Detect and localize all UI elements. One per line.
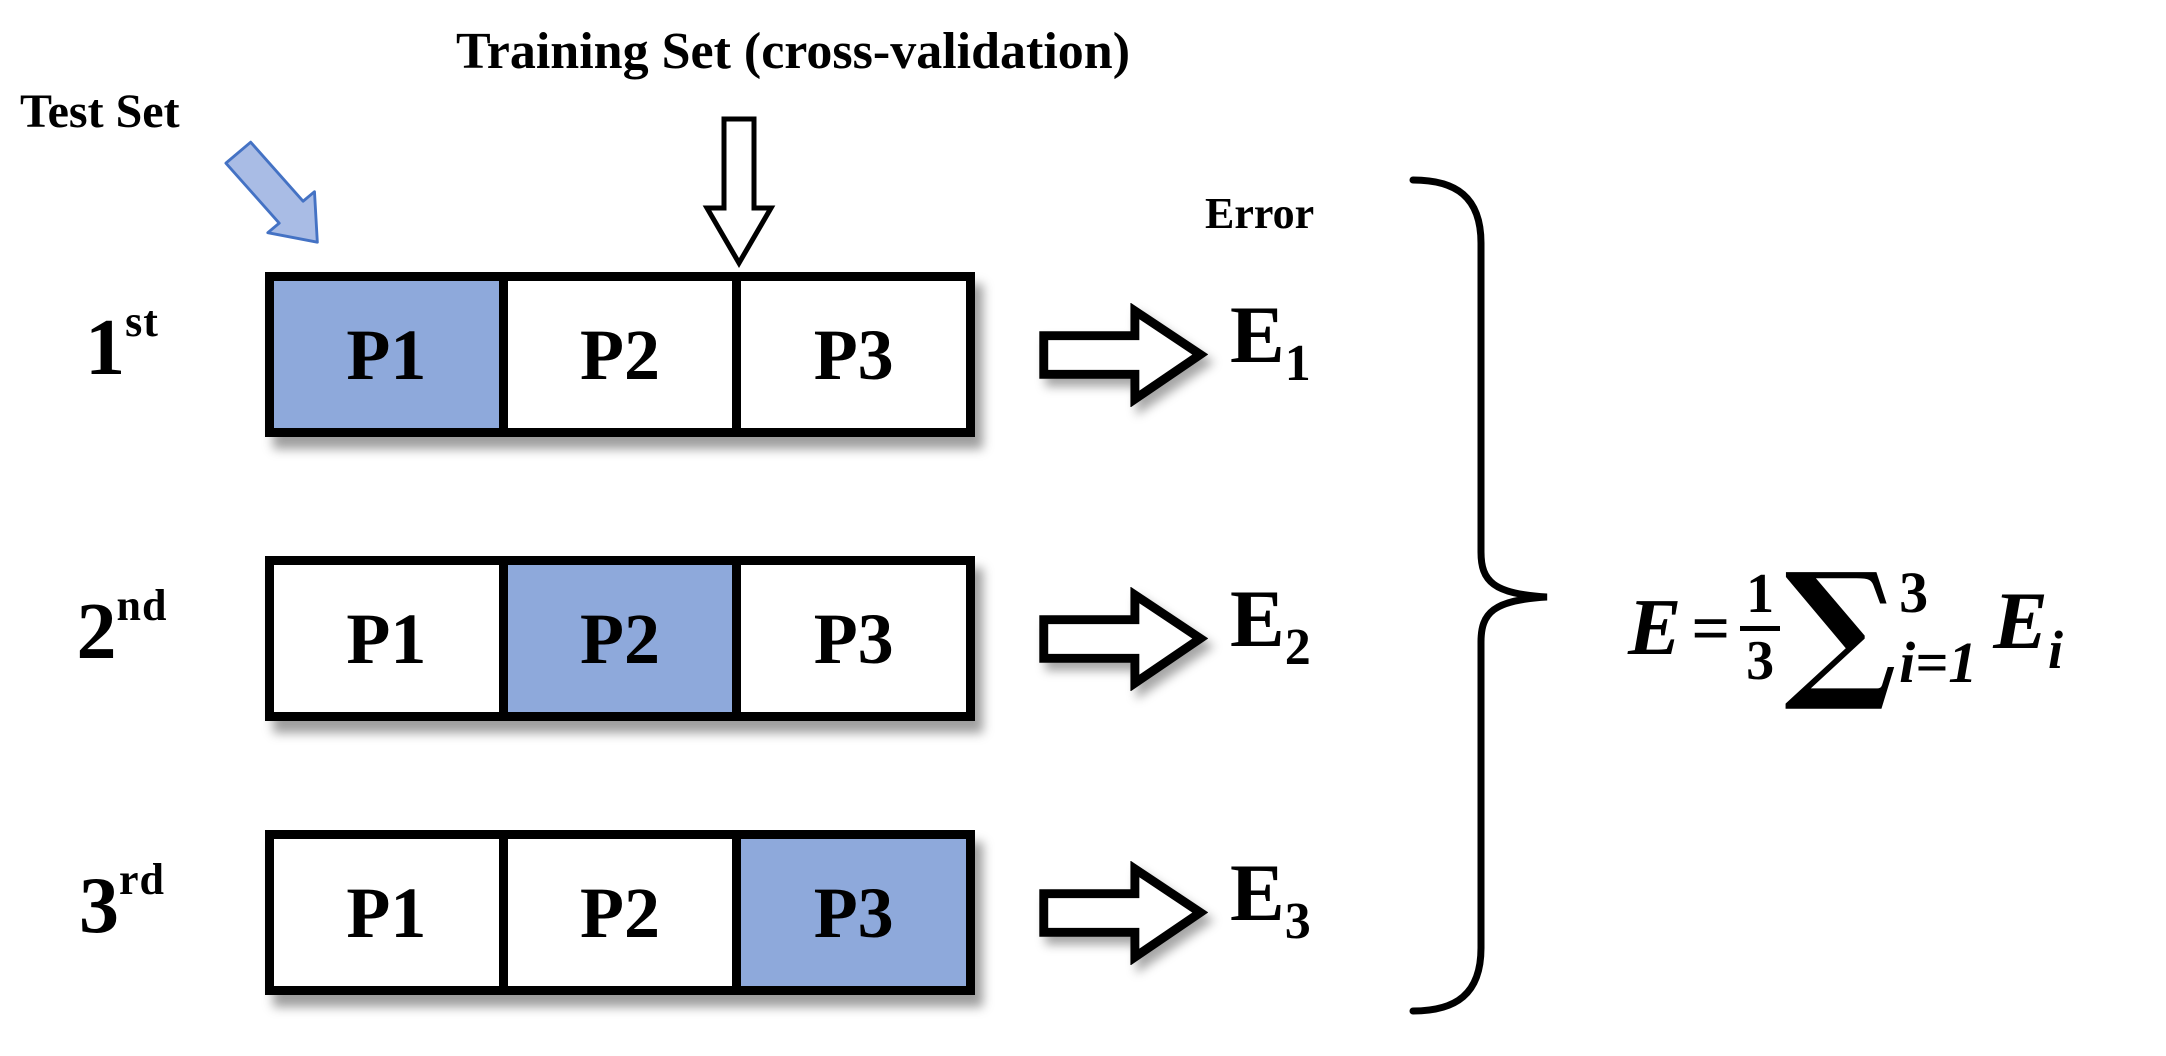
ordinal-suffix: st [125, 297, 159, 346]
fold-ordinal: 3rd [42, 855, 202, 947]
error-base: E [1230, 847, 1285, 938]
test-set-label: Test Set [20, 85, 180, 138]
error-value-2: E2 [1230, 578, 1311, 674]
partition-cell-p3: P3 [732, 281, 967, 428]
diagram-title: Training Set (cross-validation) [455, 23, 1131, 80]
result-arrow-icon [1039, 587, 1208, 691]
error-label: Error [1205, 189, 1315, 238]
ordinal-number: 1 [85, 304, 126, 392]
error-base: E [1230, 289, 1285, 380]
result-arrow-icon [1039, 303, 1208, 407]
result-arrow-icon [1039, 861, 1208, 965]
formula-fraction: 1 3 [1740, 566, 1781, 692]
ordinal-suffix: rd [119, 855, 165, 904]
partition-box: P1 P2 P3 [265, 272, 975, 437]
fold-ordinal: 1st [42, 297, 202, 389]
fraction-denominator: 3 [1746, 629, 1775, 692]
error-subscript: 3 [1284, 893, 1311, 950]
partition-label: P2 [580, 872, 660, 953]
term-subscript: i [2047, 619, 2063, 680]
summation-term: Ei [1993, 579, 2063, 680]
partition-label: P3 [813, 872, 894, 953]
partition-label: P1 [346, 872, 427, 953]
ordinal-number: 2 [76, 588, 117, 676]
fold-row-2: 2nd P1 P2 P3 E2 [0, 556, 2166, 721]
partition-cell-p2: P2 [498, 565, 733, 712]
partition-cell-p1: P1 [274, 565, 499, 712]
test-set-arrow-icon [224, 140, 319, 244]
formula-lhs: E [1628, 583, 1682, 672]
partition-label: P2 [580, 314, 660, 395]
partition-cell-p2: P2 [498, 839, 733, 986]
average-error-formula: E = 1 3 ∑ 3 i=1 Ei [1628, 548, 2063, 708]
fold-ordinal: 2nd [42, 581, 202, 673]
partition-box: P1 P2 P3 [265, 556, 975, 721]
partition-cell-p1: P1 [274, 281, 499, 428]
error-subscript: 1 [1284, 335, 1311, 392]
training-set-arrow-icon [702, 116, 776, 268]
fraction-numerator: 1 [1740, 566, 1781, 631]
partition-label: P3 [813, 598, 894, 679]
summation-lower-limit: i=1 [1899, 630, 1978, 695]
error-value-1: E1 [1230, 294, 1311, 390]
summation-sigma: ∑ [1784, 539, 1898, 716]
partition-cell-p3: P3 [732, 565, 967, 712]
summation-limits: 3 i=1 [1899, 564, 1977, 692]
partition-label: P2 [580, 598, 660, 679]
partition-label: P1 [346, 314, 427, 395]
error-base: E [1230, 573, 1285, 664]
partition-box: P1 P2 P3 [265, 830, 975, 995]
partition-cell-p3: P3 [732, 839, 967, 986]
ordinal-number: 3 [79, 862, 119, 950]
error-value-3: E3 [1230, 852, 1311, 948]
error-subscript: 2 [1284, 619, 1311, 676]
partition-cell-p1: P1 [274, 839, 499, 986]
formula-equals: = [1691, 589, 1731, 666]
partition-label: P1 [346, 598, 427, 679]
summation-upper-limit: 3 [1899, 560, 1929, 625]
fold-row-3: 3rd P1 P2 P3 E3 [0, 830, 2166, 995]
partition-cell-p2: P2 [498, 281, 733, 428]
ordinal-suffix: nd [116, 581, 168, 630]
fold-row-1: 1st P1 P2 P3 E1 [0, 272, 2166, 437]
partition-label: P3 [813, 314, 894, 395]
term-base: E [1993, 574, 2048, 666]
